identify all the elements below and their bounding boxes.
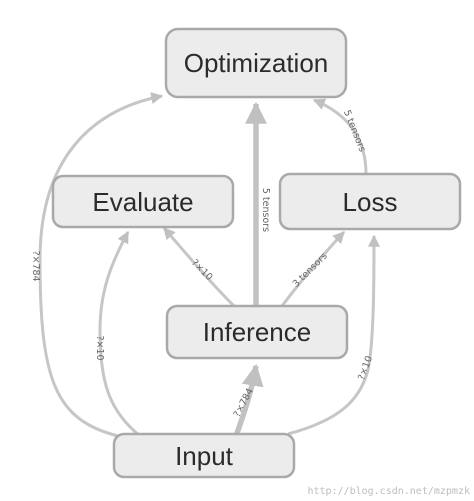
edge-label-inference-to-loss: 3 tensors — [291, 251, 330, 290]
edge-input-to-loss — [287, 234, 380, 436]
node-evaluate-label: Evaluate — [92, 187, 193, 217]
watermark-url: http://blog.csdn.net/mzpmzk — [307, 486, 470, 497]
node-loss: Loss — [278, 172, 462, 231]
node-input-box — [112, 432, 296, 479]
edge-label-input-to-evaluate: ?×10 — [94, 335, 105, 360]
node-input-label: Input — [175, 441, 234, 471]
edge-loss-to-optimization — [312, 98, 368, 175]
edge-inference-to-evaluate — [162, 227, 236, 308]
edge-label-inference-to-optimization: 5 tensors — [260, 188, 271, 232]
node-loss-box — [278, 172, 462, 231]
node-inference-label: Inference — [203, 317, 311, 347]
node-inference-box — [165, 304, 349, 360]
edge-label-loss-to-optimization: 5 tensors — [341, 108, 368, 153]
node-evaluate: Evaluate — [51, 174, 235, 229]
edge-label-input-to-loss: ?×10 — [356, 354, 375, 381]
edge-input-to-optimization — [38, 92, 164, 438]
edge-label-input-to-optimization: ?×784 — [30, 250, 41, 281]
node-input: Input — [112, 432, 296, 479]
edges — [38, 92, 380, 438]
node-optimization-label: Optimization — [184, 48, 329, 78]
node-inference: Inference — [165, 304, 349, 360]
edge-input-to-evaluate — [98, 230, 141, 438]
edge-input-to-inference — [233, 363, 264, 437]
edge-inference-to-loss — [280, 230, 346, 307]
node-optimization: Optimization — [164, 27, 348, 99]
node-optimization-box — [164, 27, 348, 99]
node-loss-label: Loss — [343, 187, 398, 217]
edge-label-input-to-inference: ?×784 — [232, 386, 256, 419]
edge-labels: ?×784 ?×10 ?×784 ?×10 ?×10 3 tensors 5 t… — [30, 108, 375, 419]
node-evaluate-box — [51, 174, 235, 229]
